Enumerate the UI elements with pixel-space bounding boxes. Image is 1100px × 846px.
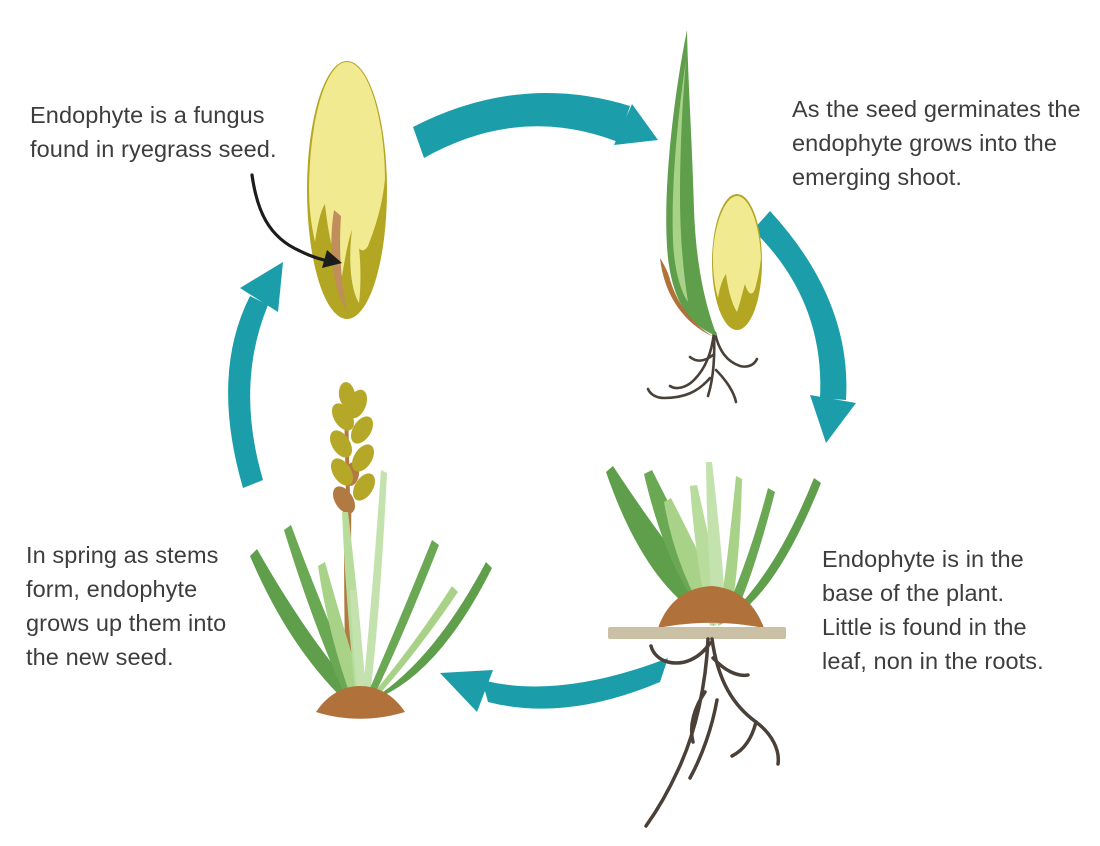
cycle-arrow-top	[413, 93, 658, 158]
annotation-arrow	[250, 173, 342, 268]
cycle-arrow-left	[228, 262, 283, 488]
cycle-arrow-bottom	[440, 658, 668, 712]
seed-inner-highlight	[350, 230, 361, 303]
annotation-arrowhead	[322, 250, 342, 268]
soil-line	[608, 627, 786, 639]
seedling-roots	[646, 330, 759, 404]
grass-plant-roots	[644, 637, 781, 828]
seedling-seed-body	[713, 196, 761, 312]
flowering-plant-base-brown	[316, 686, 405, 719]
seed-head-spikelets	[329, 382, 376, 514]
caption-spring: In spring as stems form, endophyte grows…	[26, 542, 227, 670]
seed-body	[309, 62, 385, 276]
cycle-arrows	[228, 93, 856, 712]
cycle-arrow-right	[753, 211, 856, 443]
grass-plant-base-brown	[658, 586, 764, 628]
grass-plant-illustration	[606, 462, 821, 828]
flowering-plant-leaves	[250, 470, 492, 702]
germinating-seedling-illustration	[646, 30, 762, 404]
caption-plant-base: Endophyte is in the base of the plant. L…	[822, 546, 1044, 674]
flowering-plant-illustration	[250, 382, 492, 719]
caption-germination: As the seed germinates the endophyte gro…	[792, 96, 1081, 190]
caption-seed: Endophyte is a fungus found in ryegrass …	[30, 102, 277, 162]
seedling-shoot-highlight	[672, 60, 688, 302]
ryegrass-seed-illustration	[307, 61, 387, 319]
